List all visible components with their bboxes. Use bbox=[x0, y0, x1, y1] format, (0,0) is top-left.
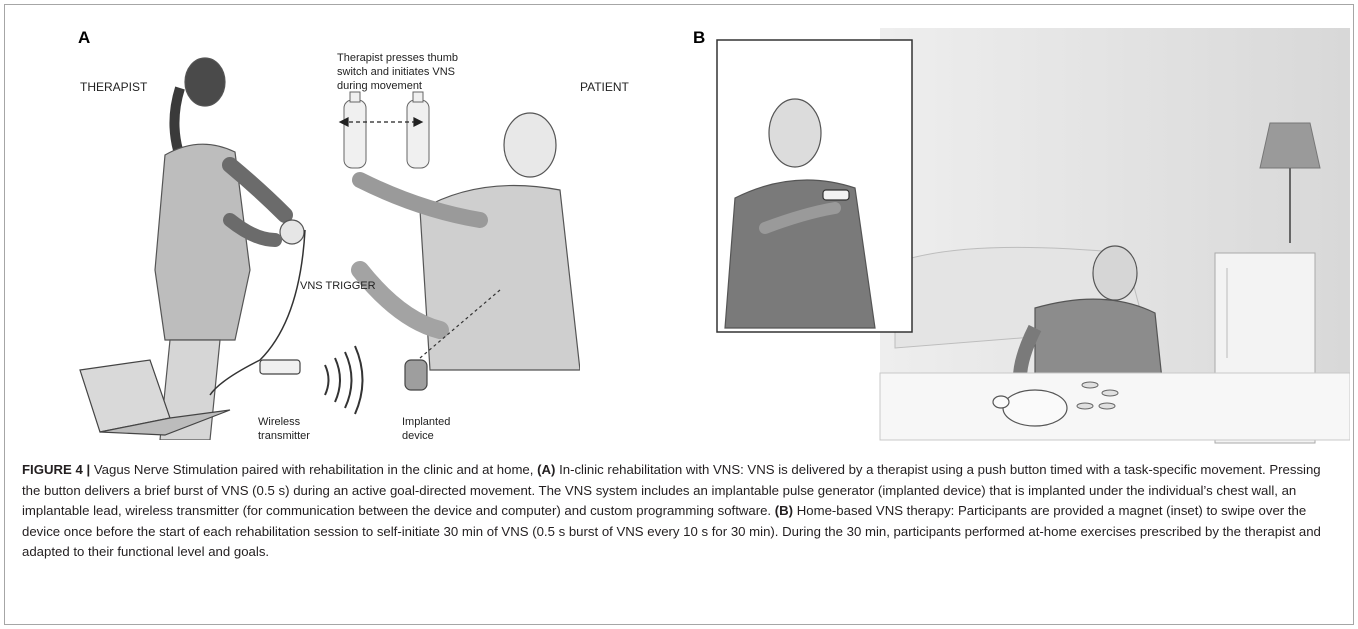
wireless-transmitter-label: Wireless transmitter bbox=[258, 415, 310, 443]
wireless-transmitter-icon bbox=[259, 359, 301, 375]
caption-a-label: (A) bbox=[537, 462, 556, 477]
vns-trigger-label: VNS TRIGGER bbox=[300, 280, 376, 292]
therapist-note-line-3: during movement bbox=[337, 80, 422, 92]
caption-figure-label: FIGURE 4 | bbox=[22, 462, 91, 477]
caption-intro: Vagus Nerve Stimulation paired with reha… bbox=[90, 462, 538, 477]
coin-stack-icon bbox=[1076, 381, 1119, 410]
caption-b-label: (B) bbox=[774, 503, 794, 518]
implanted-device-label-line-1: Implanted bbox=[402, 416, 451, 428]
panel-a-letter: A bbox=[78, 28, 91, 47]
caption-b-text: Home-based VNS therapy: Participants are… bbox=[22, 503, 1321, 559]
therapist-label: THERAPIST bbox=[80, 80, 148, 94]
magnet-icon bbox=[822, 189, 850, 201]
inset-man-figure bbox=[724, 98, 876, 329]
therapist-note-line-1: Therapist presses thumb bbox=[337, 52, 459, 64]
trigger-cable bbox=[209, 229, 306, 396]
piggy-bank-icon bbox=[992, 389, 1068, 427]
wireless-signal-icon bbox=[324, 345, 364, 415]
laptop-icon bbox=[79, 359, 231, 436]
implanted-device-icon bbox=[404, 359, 428, 391]
implanted-device-label-line-2: device bbox=[402, 430, 434, 442]
wireless-transmitter-label-line-1: Wireless bbox=[258, 416, 301, 428]
therapist-note-line-2: switch and initiates VNS bbox=[337, 66, 455, 78]
figure-frame bbox=[4, 4, 1354, 625]
wireless-transmitter-label-line-2: transmitter bbox=[258, 430, 310, 442]
patient-label: PATIENT bbox=[580, 80, 629, 94]
movement-arrow-icon bbox=[338, 117, 424, 127]
therapist-note: Therapist presses thumb switch and initi… bbox=[337, 51, 458, 93]
implanted-device-label: Implanted device bbox=[402, 415, 450, 443]
bottle-icons bbox=[343, 91, 430, 169]
caption-a-text: In-clinic rehabilitation with VNS: VNS i… bbox=[22, 462, 1321, 518]
panel-b-illustration bbox=[716, 28, 1350, 444]
figure-caption: FIGURE 4 | Vagus Nerve Stimulation paire… bbox=[22, 460, 1340, 563]
lamp-icon bbox=[1259, 122, 1321, 243]
patient-figure bbox=[351, 112, 580, 371]
panel-a-illustration bbox=[79, 57, 580, 440]
panel-b-letter: B bbox=[693, 28, 706, 47]
therapist-figure bbox=[154, 57, 305, 440]
